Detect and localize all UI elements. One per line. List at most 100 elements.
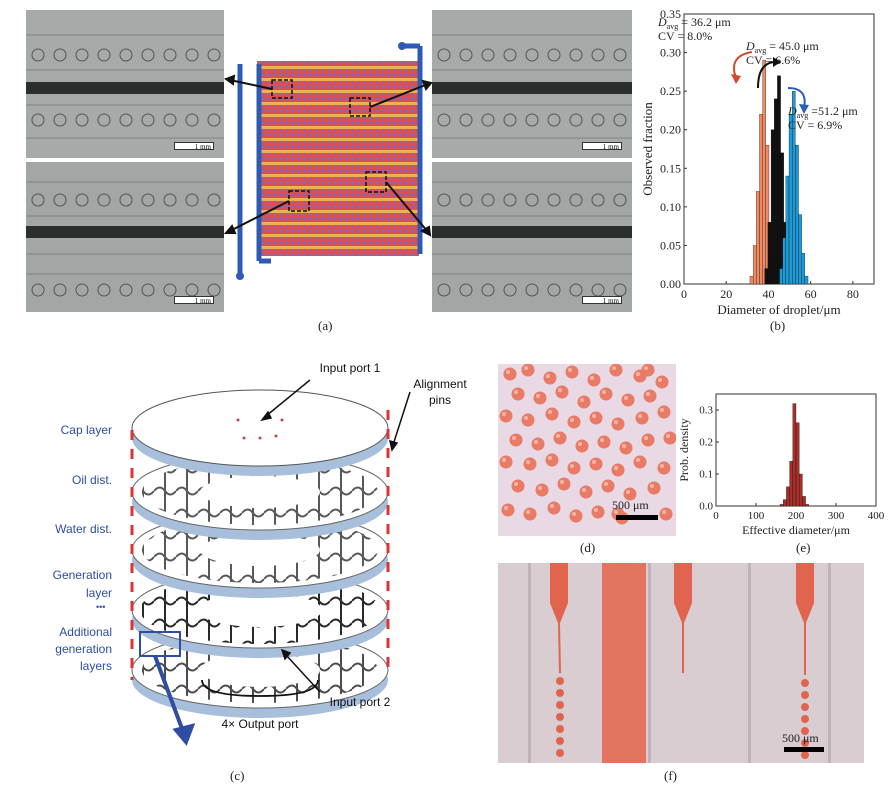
droplet-highlight: [570, 464, 574, 468]
droplet: [503, 367, 517, 381]
droplet-highlight: [614, 420, 618, 424]
droplet-highlight: [538, 486, 542, 490]
droplet-highlight: [604, 482, 608, 486]
histogram-bar: [799, 473, 803, 507]
droplet: [611, 463, 625, 477]
droplet: [501, 503, 515, 517]
droplet-highlight: [624, 396, 628, 400]
droplet-highlight: [646, 392, 650, 396]
droplet-highlight: [548, 456, 552, 460]
droplet-highlight: [572, 512, 576, 516]
annotation-davg: Davg = 45.0 μm: [745, 39, 819, 55]
histogram-bar: [764, 268, 769, 285]
x-tick-label: 40: [762, 287, 774, 301]
histogram-bar: [759, 114, 763, 285]
annotation-davg: Davg = 36.2 μm: [657, 15, 731, 31]
layer-label-oil: Oil dist.: [71, 473, 112, 487]
droplet-highlight: [612, 366, 616, 370]
micrograph-bottom-right: 1 mm: [432, 162, 632, 312]
droplet-highlight: [662, 510, 666, 514]
droplet-highlight: [548, 410, 552, 414]
micrograph-top-right-image: [432, 10, 632, 158]
histogram-bar: [798, 214, 802, 285]
droplet-highlight: [644, 366, 648, 370]
droplet: [545, 453, 559, 467]
x-axis-label: Effective diameter/μm: [742, 523, 850, 537]
histogram-bar: [795, 422, 800, 507]
x-axis-label: Diameter of droplet/μm: [717, 302, 840, 317]
droplet: [499, 455, 513, 469]
y-tick-label: 0.10: [660, 200, 681, 214]
x-tick-label: 100: [748, 510, 765, 522]
droplet-highlight: [546, 374, 550, 378]
y-tick-label: 0.35: [660, 7, 681, 21]
alignment-pins-label: Alignment pins: [413, 377, 467, 407]
droplet-highlight: [600, 438, 604, 442]
droplet: [543, 371, 557, 385]
droplet: [587, 373, 601, 387]
droplet: [599, 387, 613, 401]
histogram-bar: [756, 191, 760, 285]
droplet-highlight: [660, 464, 664, 468]
droplet: [663, 431, 676, 445]
scale-bar: 1 mm: [174, 142, 214, 151]
droplet: [633, 455, 647, 469]
droplet-highlight: [534, 440, 538, 444]
scale-bar-label: 500 μm: [612, 498, 649, 512]
droplet: [619, 441, 633, 455]
droplet: [659, 507, 673, 521]
scale-bar: 1 mm: [582, 296, 622, 305]
droplet: [521, 413, 535, 427]
droplet: [567, 415, 581, 429]
droplet-photo: 500 μm: [498, 364, 676, 536]
droplet-highlight: [526, 510, 530, 514]
y-axis-label: Observed fraction: [640, 102, 655, 196]
scale-bar-label: 500 μm: [782, 731, 819, 745]
y-tick-label: 0.25: [660, 84, 681, 98]
droplet-highlight: [636, 372, 640, 376]
droplet: [579, 485, 593, 499]
droplet: [557, 477, 571, 491]
droplet: [545, 407, 559, 421]
droplet-highlight: [502, 458, 506, 462]
micrograph-top-left-image: [26, 10, 224, 158]
layer-label-generation: Generation layer: [52, 568, 112, 600]
histogram-bar: [752, 245, 757, 285]
droplet-highlight: [560, 480, 564, 484]
droplet-highlight: [558, 388, 562, 392]
x-tick-label: 300: [828, 510, 845, 522]
x-tick-label: 80: [847, 287, 859, 301]
panel-b-label: (b): [770, 318, 786, 333]
droplet-highlight: [580, 398, 584, 402]
annotation-cv: CV = 8.0%: [658, 29, 712, 43]
droplet-highlight: [636, 458, 640, 462]
x-tick-label: 400: [868, 510, 885, 522]
histogram-bar: [770, 129, 775, 285]
y-tick-label: 0.00: [660, 277, 681, 291]
droplet: [589, 411, 603, 425]
droplet-highlight: [614, 466, 618, 470]
y-tick-label: 0.15: [660, 161, 681, 175]
x-tick-label: 200: [788, 510, 805, 522]
droplet: [533, 391, 547, 405]
histogram-bar: [783, 499, 787, 507]
droplet: [611, 417, 625, 431]
droplet-highlight: [578, 442, 582, 446]
droplet-highlight: [666, 434, 670, 438]
droplet-highlight: [658, 378, 662, 382]
red-arrow: [733, 51, 753, 79]
droplet: [499, 409, 513, 423]
droplet-highlight: [524, 416, 528, 420]
droplet-highlight: [502, 412, 506, 416]
droplet: [511, 479, 525, 493]
histogram-bar: [795, 144, 799, 285]
x-tick-label: 60: [805, 287, 817, 301]
droplet: [635, 411, 649, 425]
droplet-highlight: [512, 436, 516, 440]
micrograph-bottom-right-image: [432, 162, 632, 312]
histogram-bar: [804, 276, 809, 285]
histogram-bar: [789, 461, 793, 507]
panel-c-label: (c): [230, 768, 245, 783]
